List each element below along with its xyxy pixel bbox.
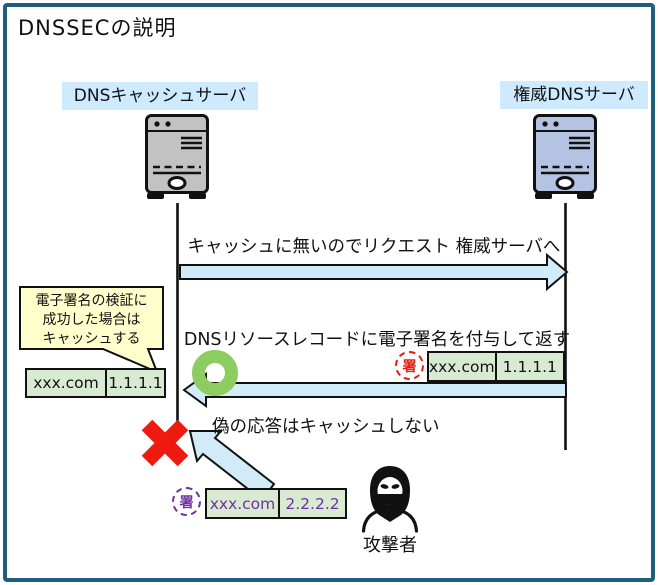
signed-response-arrow [182,372,567,408]
ng-cross-icon [141,419,189,467]
request-message: キャッシュに無いのでリクエスト 権威サーバへ [187,237,561,257]
record-ip: 1.1.1.1 [108,374,163,392]
record-ip: 2.2.2.2 [285,494,340,513]
callout-text: 電子署名の検証に 成功した場合は キャッシュする [21,292,162,349]
signed-response-message: DNSリソースレコードに電子署名を付与して返す [183,330,571,350]
record-domain: xxx.com [207,490,280,517]
fake-dns-record: xxx.com 2.2.2.2 [205,488,347,519]
request-arrow [179,252,569,292]
callout-line-3: キャッシュする [42,331,141,347]
record-domain: xxx.com [429,353,497,380]
signed-dns-record: xxx.com 1.1.1.1 [427,351,565,382]
cache-server-icon [145,114,209,199]
attacker-icon [361,466,419,533]
ok-ring-icon [192,350,238,396]
fake-response-message: 偽の応答はキャッシュしない [212,417,440,437]
callout-line-2: 成功した場合は [42,312,141,328]
cached-dns-record: xxx.com 1.1.1.1 [25,368,166,398]
cache-server-label: DNSキャッシュサーバ [62,82,258,110]
attacker-label: 攻撃者 [363,535,417,556]
auth-server-label: 権威DNSサーバ [500,81,648,109]
record-domain: xxx.com [27,370,107,396]
record-ip: 1.1.1.1 [502,357,557,376]
auth-server-icon [533,114,597,199]
callout-bubble [19,286,164,374]
valid-signature-stamp-icon: 署 [395,351,424,380]
callout-line-1: 電子署名の検証に [35,293,148,309]
page-title: DNSSECの説明 [18,16,177,40]
fake-signature-stamp-icon: 署 [172,487,201,516]
